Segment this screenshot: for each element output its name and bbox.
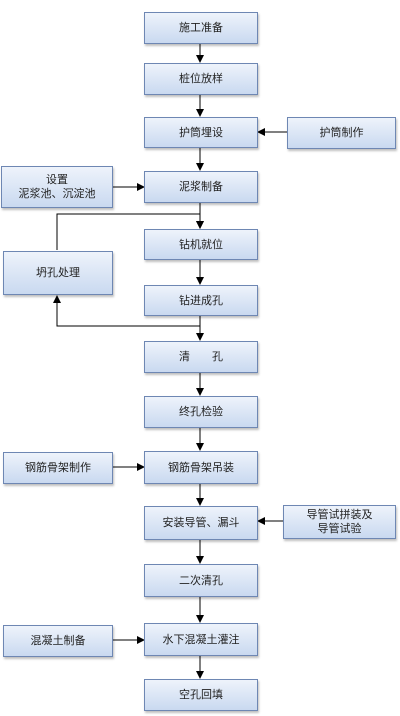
- step-underwater-pouring: 水下混凝土灌注: [144, 623, 258, 656]
- loop-drill-to-collapse: [53, 295, 200, 327]
- step-drill-hole: 钻进成孔: [144, 285, 258, 316]
- step-install-tremie-hopper: 安装导管、漏斗: [144, 506, 258, 540]
- side-concrete-prep: 混凝土制备: [3, 625, 113, 657]
- loop-collapse-to-drill: [56, 213, 204, 250]
- step-hole-backfill: 空孔回填: [144, 679, 258, 711]
- side-slurry-pools: 设置 泥浆池、沉淀池: [1, 166, 113, 208]
- step-cage-hoisting: 钢筋骨架吊装: [144, 451, 258, 484]
- side-cage-fabrication: 钢筋骨架制作: [3, 452, 113, 484]
- step-slurry-prep: 泥浆制备: [144, 171, 258, 203]
- side-collapse-handling: 坍孔处理: [3, 251, 113, 295]
- step-construction-prep: 施工准备: [144, 12, 258, 44]
- step-pile-layout: 桩位放样: [144, 63, 258, 95]
- step-casing-embed: 护筒埋设: [144, 117, 258, 148]
- step-final-inspection: 终孔检验: [144, 396, 258, 428]
- step-hole-cleaning: 清 孔: [144, 341, 258, 373]
- side-casing-making: 护筒制作: [287, 117, 396, 149]
- step-rig-position: 钻机就位: [144, 229, 258, 260]
- step-secondary-cleaning: 二次清孔: [144, 564, 258, 597]
- side-tremie-test: 导管试拼装及 导管试验: [283, 505, 396, 539]
